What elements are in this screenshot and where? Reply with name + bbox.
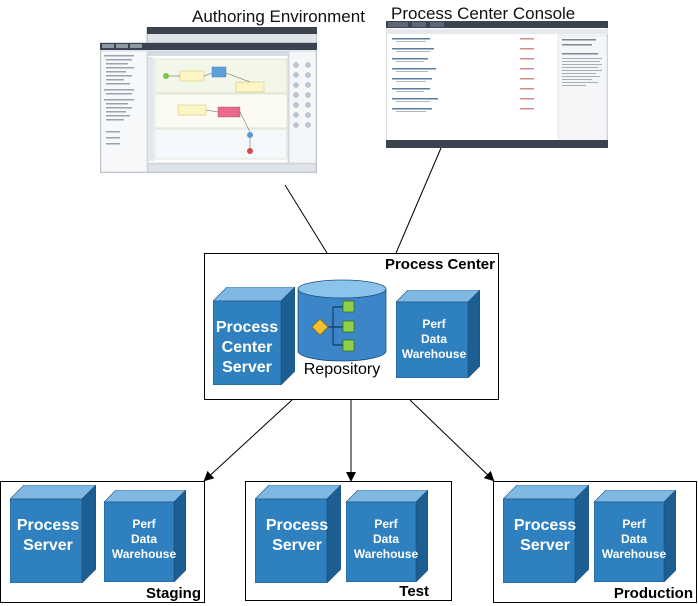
staging-server-label-2: Server bbox=[23, 537, 73, 554]
production-wh-label-1: Perf bbox=[622, 517, 646, 531]
arrow-production bbox=[409, 399, 495, 482]
arrow-staging bbox=[203, 399, 293, 482]
staging-wh-label-3: Warehouse bbox=[112, 547, 177, 561]
production-server-label-2: Server bbox=[520, 537, 570, 554]
pc-wh-label-3: Warehouse bbox=[402, 347, 467, 361]
test-server-label-2: Server bbox=[272, 537, 322, 554]
production-label: Production bbox=[613, 585, 693, 602]
staging-label: Staging bbox=[146, 585, 201, 602]
test-wh-label-2: Data bbox=[373, 532, 399, 546]
staging-warehouse-cube: Perf Data Warehouse bbox=[104, 490, 186, 582]
repository-diamond bbox=[311, 318, 329, 336]
production-wh-label-2: Data bbox=[621, 532, 647, 546]
repository-node-2 bbox=[342, 320, 355, 333]
pc-warehouse-cube: Perf Data Warehouse bbox=[396, 290, 480, 378]
connector-console bbox=[395, 147, 442, 254]
test-server-cube: Process Server bbox=[255, 485, 341, 583]
repository-icon bbox=[297, 279, 387, 362]
console-caption: Process Center Console bbox=[391, 4, 576, 23]
test-wh-label-3: Warehouse bbox=[354, 547, 419, 561]
process-center-title: Process Center bbox=[384, 256, 495, 273]
pc-wh-label-1: Perf bbox=[422, 317, 446, 331]
repository-node-1 bbox=[342, 300, 355, 313]
pc-wh-label-2: Data bbox=[421, 332, 447, 346]
console-screenshot-art bbox=[386, 21, 608, 148]
staging-server-cube: Process Server bbox=[10, 485, 96, 583]
test-server-label-1: Process bbox=[266, 517, 328, 534]
connector-authoring bbox=[284, 184, 328, 254]
repository-node-3 bbox=[342, 339, 355, 352]
pc-server-label-3: Server bbox=[222, 359, 272, 376]
production-warehouse-cube: Perf Data Warehouse bbox=[594, 490, 676, 582]
authoring-caption: Authoring Environment bbox=[192, 7, 365, 26]
process-center-server-cube: Process Center Server bbox=[213, 287, 295, 385]
authoring-screenshot-art bbox=[100, 27, 317, 173]
pc-server-label-2: Center bbox=[222, 339, 273, 356]
repository-label: Repository bbox=[303, 361, 381, 378]
test-label: Test bbox=[399, 583, 429, 600]
staging-wh-label-1: Perf bbox=[132, 517, 156, 531]
production-server-cube: Process Server bbox=[503, 485, 589, 583]
test-wh-label-1: Perf bbox=[374, 517, 398, 531]
production-server-label-1: Process bbox=[514, 517, 576, 534]
production-wh-label-3: Warehouse bbox=[602, 547, 667, 561]
authoring-screenshot bbox=[100, 27, 317, 173]
pc-server-label-1: Process bbox=[216, 319, 278, 336]
staging-server-label-1: Process bbox=[17, 517, 79, 534]
test-warehouse-cube: Perf Data Warehouse bbox=[346, 490, 428, 582]
staging-wh-label-2: Data bbox=[131, 532, 157, 546]
console-screenshot bbox=[386, 21, 608, 148]
